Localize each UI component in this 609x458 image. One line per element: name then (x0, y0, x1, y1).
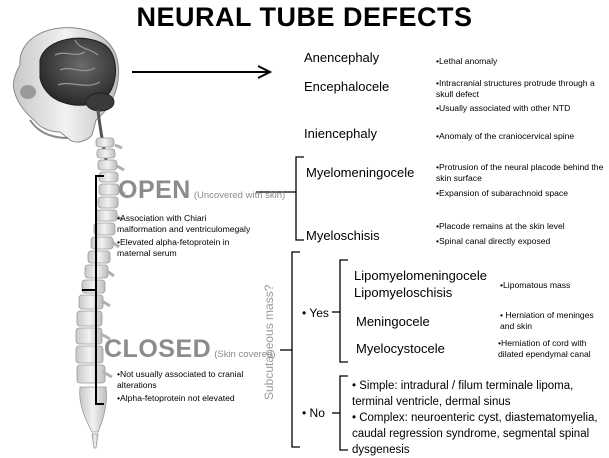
yes-bracket (339, 259, 348, 363)
open-heading: OPEN(Uncovered with skin) (118, 176, 285, 205)
myeloschisis-note-1: •Placode remains at the skin level (436, 221, 565, 231)
closed-note-1: •Not usually associated to cranial alter… (117, 369, 244, 390)
myeloschisis-term: Myeloschisis (306, 228, 380, 243)
lipomyeloschisis-term: Lipomyeloschisis (354, 285, 453, 300)
open-note-2: •Elevated alpha-fetoprotein in maternal … (117, 237, 230, 258)
subcutaneous-mass-question: Subcutaneous mass? (262, 284, 276, 400)
no-complex-item: • Complex: neuroenteric cyst, diastemato… (352, 412, 598, 456)
myelomeningocele-term: Myelomeningocele (306, 165, 415, 180)
closed-heading: CLOSED(Skin covered) (104, 335, 275, 364)
myelomeningocele-note-2: •Expansion of subarachnoid space (436, 188, 569, 198)
closed-label: CLOSED (104, 335, 212, 363)
encephalocele-note-2: •Usually associated with other NTD (436, 103, 571, 113)
anencephaly-term: Anencephaly (304, 50, 380, 65)
iniencephaly-term: Iniencephaly (304, 126, 377, 141)
open-note-1: •Association with Chiari malformation an… (117, 213, 251, 234)
no-label: • No (302, 406, 325, 420)
open-bracket (295, 156, 304, 241)
no-bracket (339, 375, 348, 451)
closed-paren: (Skin covered) (214, 349, 276, 360)
skull-spine-illustration (13, 27, 126, 449)
myelomeningocele-note-1: •Protrusion of the neural placode behind… (436, 162, 604, 183)
myeloschisis-note-2: •Spinal canal directly exposed (436, 236, 551, 246)
myelocystocele-note: •Herniation of cord with dilated ependym… (498, 338, 591, 359)
lipomatous-note: •Lipomatous mass (500, 280, 571, 290)
lipomyelomeningocele-term: Lipomyelomeningocele (354, 268, 487, 283)
anencephaly-note: •Lethal anomaly (436, 56, 498, 66)
diagram-title: NEURAL TUBE DEFECTS (136, 2, 473, 32)
encephalocele-term: Encephalocele (304, 79, 390, 94)
main-bracket (95, 175, 104, 405)
encephalocele-note-1: •Intracranial structures protrude throug… (436, 78, 595, 99)
arrow-head (257, 65, 273, 79)
open-label: OPEN (118, 176, 191, 204)
closed-note-2: •Alpha-fetoprotein not elevated (117, 393, 235, 403)
iniencephaly-note: •Anomaly of the craniocervical spine (436, 131, 575, 141)
open-paren: (Uncovered with skin) (193, 190, 286, 201)
meningocele-term: Meningocele (356, 314, 430, 329)
meningocele-note: • Herniation of meninges and skin (500, 310, 594, 331)
no-simple-item: • Simple: intradural / filum terminale l… (352, 380, 574, 408)
yes-label: • Yes (302, 306, 329, 320)
myelocystocele-term: Myelocystocele (356, 341, 445, 356)
closed-bracket (291, 251, 300, 448)
